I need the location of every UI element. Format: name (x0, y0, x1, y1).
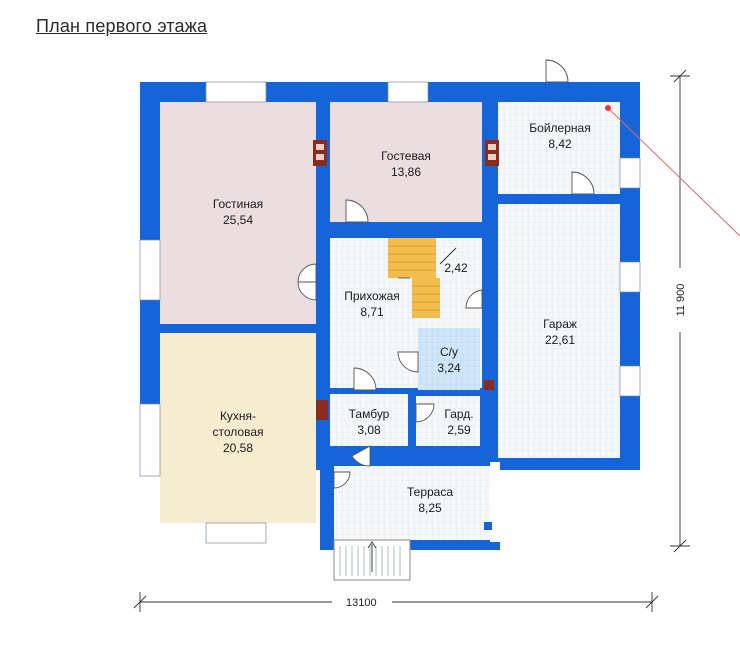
stairs (388, 238, 457, 318)
label-guest-area: 13,86 (391, 165, 421, 179)
label-terrace-area: 8,25 (418, 501, 442, 515)
room-wc (418, 328, 480, 390)
page-title: План первого этажа (36, 16, 208, 36)
label-wc-name: С/у (440, 345, 458, 359)
room-labels: Гостиная 25,54 Гостевая 13,86 Бойлерная … (213, 121, 591, 515)
label-kitchen-name1: Кухня- (220, 409, 256, 423)
label-terrace-name: Терраса (407, 485, 453, 499)
label-kitchen-area: 20,58 (223, 441, 253, 455)
label-garage-name: Гараж (543, 317, 577, 331)
windows (139, 81, 641, 544)
dimension-width-label: 13100 (346, 597, 377, 609)
label-guest-name: Гостевая (381, 149, 431, 163)
dimension-width (133, 592, 659, 612)
label-stair-area: 2,42 (444, 261, 468, 275)
label-kitchen-name2: столовая (213, 425, 264, 439)
label-wardrobe-name: Гард. (444, 407, 473, 421)
room-kitchen-ext (160, 333, 316, 523)
doors (297, 59, 595, 489)
room-garage (498, 204, 620, 458)
room-wardrobe (416, 396, 480, 446)
dimension-height-label: 11 900 (675, 284, 687, 317)
dimension-height (670, 69, 690, 553)
label-living-name: Гостиная (213, 197, 263, 211)
entrance-steps (333, 539, 411, 581)
label-hall-name: Прихожая (344, 289, 400, 303)
label-hall-area: 8,71 (360, 305, 384, 319)
label-vestibule-area: 3,08 (357, 423, 381, 437)
label-vestibule-name: Тамбур (349, 407, 390, 421)
pointer-line (605, 105, 740, 237)
label-living-area: 25,54 (223, 213, 253, 227)
label-wc-area: 3,24 (437, 361, 461, 375)
label-boiler-name: Бойлерная (529, 121, 590, 135)
label-garage-area: 22,61 (545, 333, 575, 347)
room-terrace (334, 466, 490, 540)
room-living (160, 102, 316, 324)
room-vestibule (330, 394, 408, 446)
label-boiler-area: 8,42 (548, 137, 572, 151)
label-wardrobe-area: 2,59 (447, 423, 471, 437)
room-boiler (498, 102, 620, 194)
